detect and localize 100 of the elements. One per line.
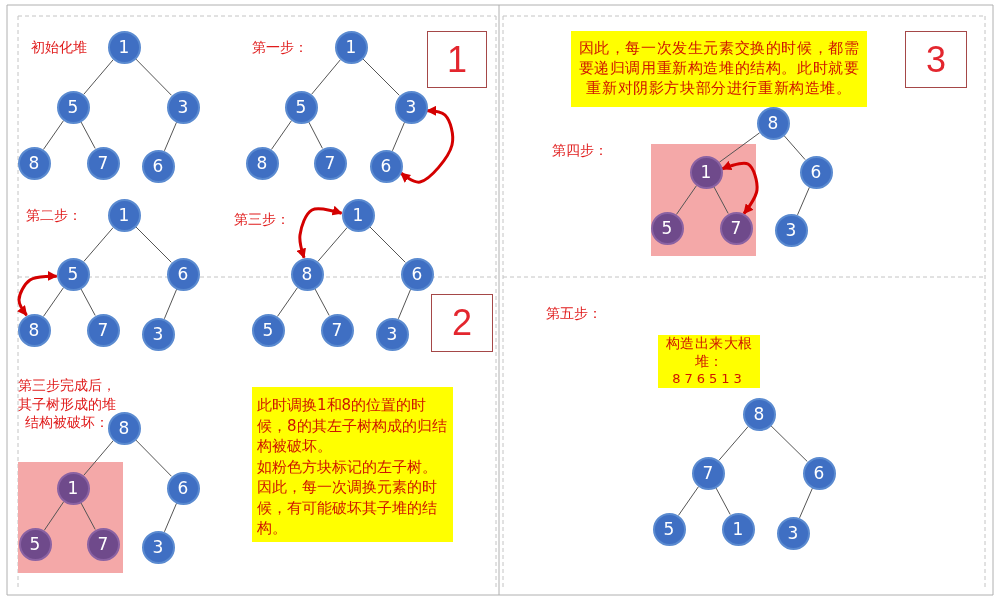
step-label: 第五步：	[546, 305, 602, 321]
heap-node: 3	[141, 530, 175, 564]
heap-node: 1	[107, 198, 141, 232]
heap-node: 8	[17, 313, 51, 347]
heap-node: 6	[799, 155, 833, 189]
heap-node: 3	[776, 516, 810, 550]
swap-arrow	[296, 205, 343, 259]
tree-link-line	[80, 121, 96, 149]
tree-link-line	[135, 226, 172, 263]
heap-node: 6	[166, 257, 200, 291]
heap-node: 7	[719, 211, 753, 245]
tree-link-line	[362, 58, 400, 96]
tree-link-line	[83, 227, 114, 262]
heap-node: 7	[86, 527, 120, 561]
heap-node: 5	[652, 512, 686, 546]
heap-node: 5	[251, 313, 285, 347]
tree-link-line	[135, 439, 172, 477]
heap-node: 8	[107, 411, 141, 445]
tree-link-line	[276, 287, 299, 317]
heap-node: 8	[290, 257, 324, 291]
tree-link-line	[369, 226, 406, 263]
tree-link-line	[391, 121, 406, 152]
heap-node: 7	[86, 313, 120, 347]
tree-link-line	[317, 227, 348, 262]
step-number-box	[427, 31, 487, 88]
tree-link-line	[713, 186, 729, 214]
step-label: 第四步：	[552, 142, 608, 158]
heap-node: 1	[689, 155, 723, 189]
heap-node: 8	[742, 397, 776, 431]
tree-link-line	[83, 440, 114, 476]
heap-node: 3	[774, 213, 808, 247]
heap-node: 1	[341, 198, 375, 232]
tree-link-line	[783, 134, 806, 161]
heap-node: 6	[802, 456, 836, 490]
tree-link-line	[718, 132, 761, 163]
tree-link-line	[311, 59, 341, 95]
heap-node: 5	[284, 90, 318, 124]
tree-link-line	[80, 288, 96, 316]
heap-node: 5	[56, 90, 90, 124]
note-text: 此时调换1和8的位置的时候，8的其左子树构成的归结构被破坏。	[257, 395, 448, 457]
tree-link-line	[308, 121, 323, 149]
tree-link-line	[770, 425, 808, 462]
tree-link-line	[83, 59, 114, 95]
heap-node: 5	[56, 257, 90, 291]
step-label: 第三步：	[234, 211, 290, 227]
tree-link-line	[677, 486, 700, 516]
tree-link-line	[718, 426, 749, 461]
tree-link-line	[163, 288, 178, 320]
heap-node: 1	[334, 30, 368, 64]
tree-link-line	[80, 502, 96, 530]
tree-link-line	[135, 58, 172, 96]
highlight-square	[651, 144, 756, 256]
step-label: 第一步：	[252, 39, 308, 55]
step-number: 3	[926, 41, 946, 78]
heap-node: 3	[166, 90, 200, 124]
heap-node: 3	[394, 90, 428, 124]
step-number: 1	[447, 41, 467, 78]
tree-link-line	[799, 487, 813, 519]
heap-node: 1	[107, 30, 141, 64]
note-box	[658, 335, 760, 388]
tree-link-line	[675, 185, 698, 215]
note-box	[571, 31, 867, 107]
heap-node: 3	[141, 317, 175, 351]
heap-node: 3	[375, 317, 409, 351]
swap-arrow	[721, 160, 759, 215]
heap-node: 6	[141, 149, 175, 183]
note-box	[252, 387, 453, 542]
tree-link-line	[163, 502, 178, 533]
tree-link-line	[43, 501, 65, 531]
step-number: 2	[452, 305, 472, 341]
tree-link-line	[314, 288, 330, 316]
tree-link-line	[163, 121, 178, 152]
heap-node: 1	[721, 512, 755, 546]
heap-node: 8	[17, 146, 51, 180]
note-text: 构造出来大根堆：	[664, 335, 754, 370]
heap-node: 7	[320, 313, 354, 347]
tree-link-line	[715, 487, 731, 515]
step-label: 第二步：	[26, 207, 82, 223]
heap-node: 6	[369, 149, 403, 183]
step-number-box	[431, 294, 493, 352]
heap-node: 7	[86, 146, 120, 180]
tree-link-line	[42, 287, 65, 317]
heap-node: 6	[166, 471, 200, 505]
tree-link-line	[42, 120, 65, 150]
heap-node: 6	[400, 257, 434, 291]
heap-node: 5	[18, 527, 52, 561]
note-text: 因此，每一次发生元素交换的时候，都需要递归调用重新构造堆的结构。此时就要重新对阴影方块部分进行重新构造堆。	[577, 38, 861, 98]
heap-node: 7	[313, 146, 347, 180]
tree-link-line	[397, 288, 412, 320]
tree-link-line	[270, 120, 293, 150]
heap-node: 1	[56, 471, 90, 505]
heap-node: 5	[650, 211, 684, 245]
highlight-square	[18, 462, 123, 573]
note-text: 如粉色方块标记的左子树。因此，每一次调换元素的时候，有可能破坏其子堆的结构。	[257, 456, 438, 539]
swap-arrow	[400, 105, 455, 184]
tree-link-line	[797, 186, 810, 216]
heap-node: 8	[245, 146, 279, 180]
step-label: 初始化堆	[31, 39, 87, 55]
heap-sequence: 876513	[671, 370, 747, 388]
heap-node: 8	[756, 106, 790, 140]
